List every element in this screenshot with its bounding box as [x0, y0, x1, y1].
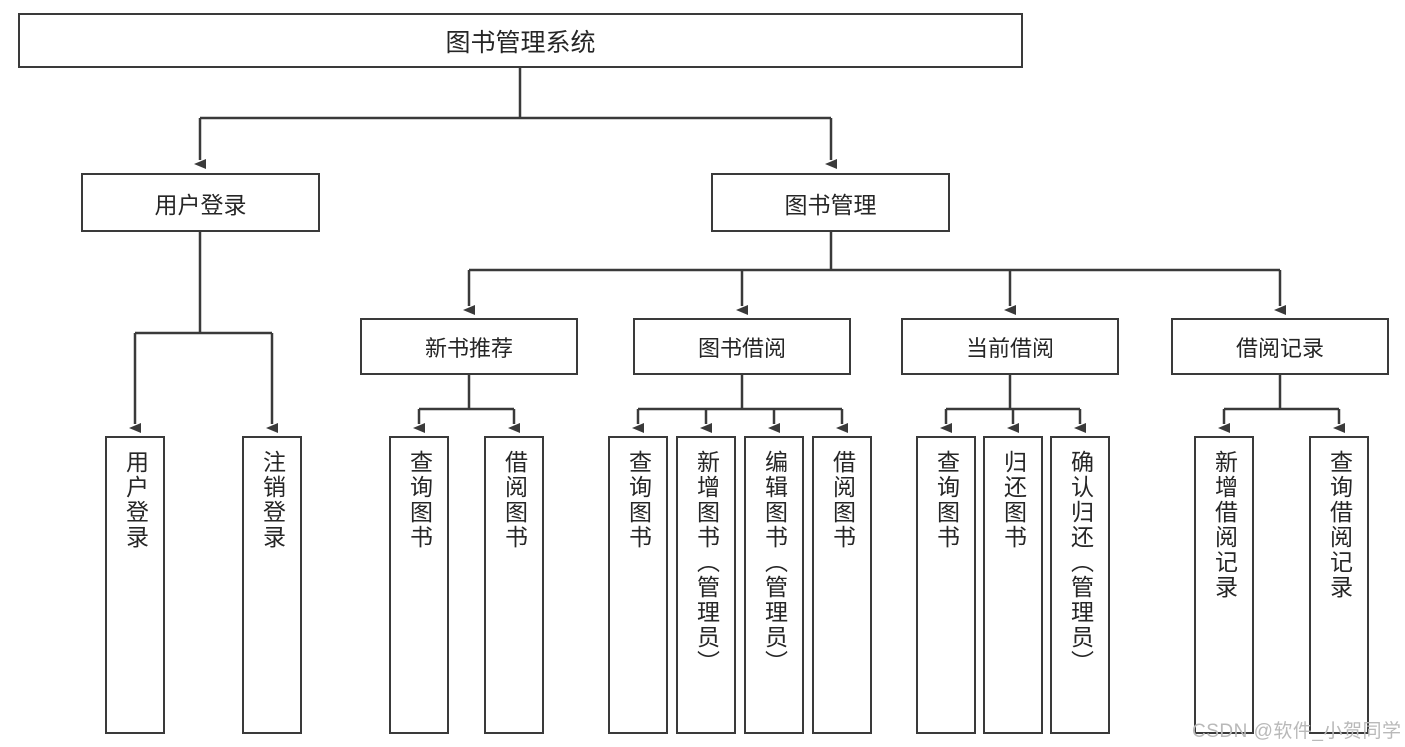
leaf-book-borrow-query[interactable]: 查询图书	[608, 436, 668, 734]
node-current-borrow[interactable]: 当前借阅	[901, 318, 1119, 375]
leaf-user-login-signin[interactable]: 用户登录	[105, 436, 165, 734]
leaf-user-login-signout[interactable]: 注销登录	[242, 436, 302, 734]
node-book-management-label: 图书管理	[784, 191, 877, 218]
node-book-management[interactable]: 图书管理	[711, 173, 950, 232]
node-book-borrow-label: 图书借阅	[697, 335, 786, 361]
leaf-user-login-signin-label: 用户登录	[122, 450, 149, 550]
node-current-borrow-label: 当前借阅	[965, 335, 1054, 361]
leaf-borrow-record-query-label: 查询借阅记录	[1326, 450, 1353, 600]
node-root-label: 图书管理系统	[445, 28, 596, 57]
leaf-book-borrow-edit[interactable]: 编辑图书（管理员）	[744, 436, 804, 734]
leaf-borrow-record-add-label: 新增借阅记录	[1211, 450, 1238, 600]
node-book-borrow[interactable]: 图书借阅	[633, 318, 851, 375]
leaf-new-book-borrow[interactable]: 借阅图书	[484, 436, 544, 734]
leaf-current-borrow-query[interactable]: 查询图书	[916, 436, 976, 734]
leaf-book-borrow-lend-label: 借阅图书	[829, 450, 856, 550]
leaf-current-borrow-confirm-return[interactable]: 确认归还（管理员）	[1050, 436, 1110, 734]
leaf-book-borrow-add-label: 新增图书（管理员）	[693, 450, 720, 675]
node-user-login[interactable]: 用户登录	[81, 173, 320, 232]
node-borrow-record[interactable]: 借阅记录	[1171, 318, 1389, 375]
leaf-book-borrow-query-label: 查询图书	[625, 450, 652, 550]
leaf-current-borrow-return-label: 归还图书	[1000, 450, 1027, 550]
leaf-new-book-borrow-label: 借阅图书	[501, 450, 528, 550]
leaf-book-borrow-edit-label: 编辑图书（管理员）	[761, 450, 788, 675]
node-new-book-recommend[interactable]: 新书推荐	[360, 318, 578, 375]
node-user-login-label: 用户登录	[154, 191, 247, 218]
leaf-book-borrow-lend[interactable]: 借阅图书	[812, 436, 872, 734]
node-new-book-recommend-label: 新书推荐	[424, 335, 513, 361]
leaf-book-borrow-add[interactable]: 新增图书（管理员）	[676, 436, 736, 734]
leaf-borrow-record-query[interactable]: 查询借阅记录	[1309, 436, 1369, 734]
watermark-text: CSDN @软件_小贺同学	[1192, 721, 1402, 742]
leaf-user-login-signout-label: 注销登录	[259, 450, 286, 550]
leaf-new-book-query[interactable]: 查询图书	[389, 436, 449, 734]
leaf-current-borrow-return[interactable]: 归还图书	[983, 436, 1043, 734]
leaf-current-borrow-confirm-return-label: 确认归还（管理员）	[1067, 450, 1094, 675]
node-borrow-record-label: 借阅记录	[1235, 335, 1324, 361]
node-root[interactable]: 图书管理系统	[18, 13, 1023, 68]
leaf-new-book-query-label: 查询图书	[406, 450, 433, 550]
leaf-borrow-record-add[interactable]: 新增借阅记录	[1194, 436, 1254, 734]
leaf-current-borrow-query-label: 查询图书	[933, 450, 960, 550]
